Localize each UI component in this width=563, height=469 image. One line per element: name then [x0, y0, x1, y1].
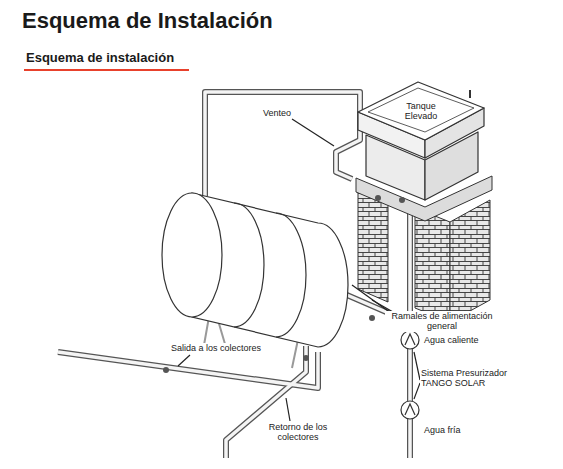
part-label: Agua caliente [423, 335, 480, 345]
tank-label: Tanque Elevado [392, 101, 450, 122]
page-title: Esquema de Instalación [22, 8, 273, 33]
part-label: Salida a los colectores [170, 343, 262, 353]
elevated-tank [358, 82, 484, 200]
valve [163, 195, 405, 373]
solar-tank [162, 193, 348, 368]
part-label: Agua fría [423, 425, 462, 435]
tank-label-area: Tanque Elevado [392, 100, 450, 123]
pipe-fill [58, 92, 410, 458]
leader-line [178, 119, 420, 421]
pump-symbol [401, 331, 419, 419]
underline [24, 69, 189, 71]
part-label: Ramales de alimentación general [385, 311, 499, 332]
pipe-outline [58, 92, 410, 458]
subtitle: Esquema de instalación [25, 51, 175, 66]
part-label: Retorno de los colectores [262, 422, 334, 443]
part-label: Venteo [262, 108, 292, 118]
part-label: Sistema Presurizador TANGO SOLAR [420, 368, 518, 389]
